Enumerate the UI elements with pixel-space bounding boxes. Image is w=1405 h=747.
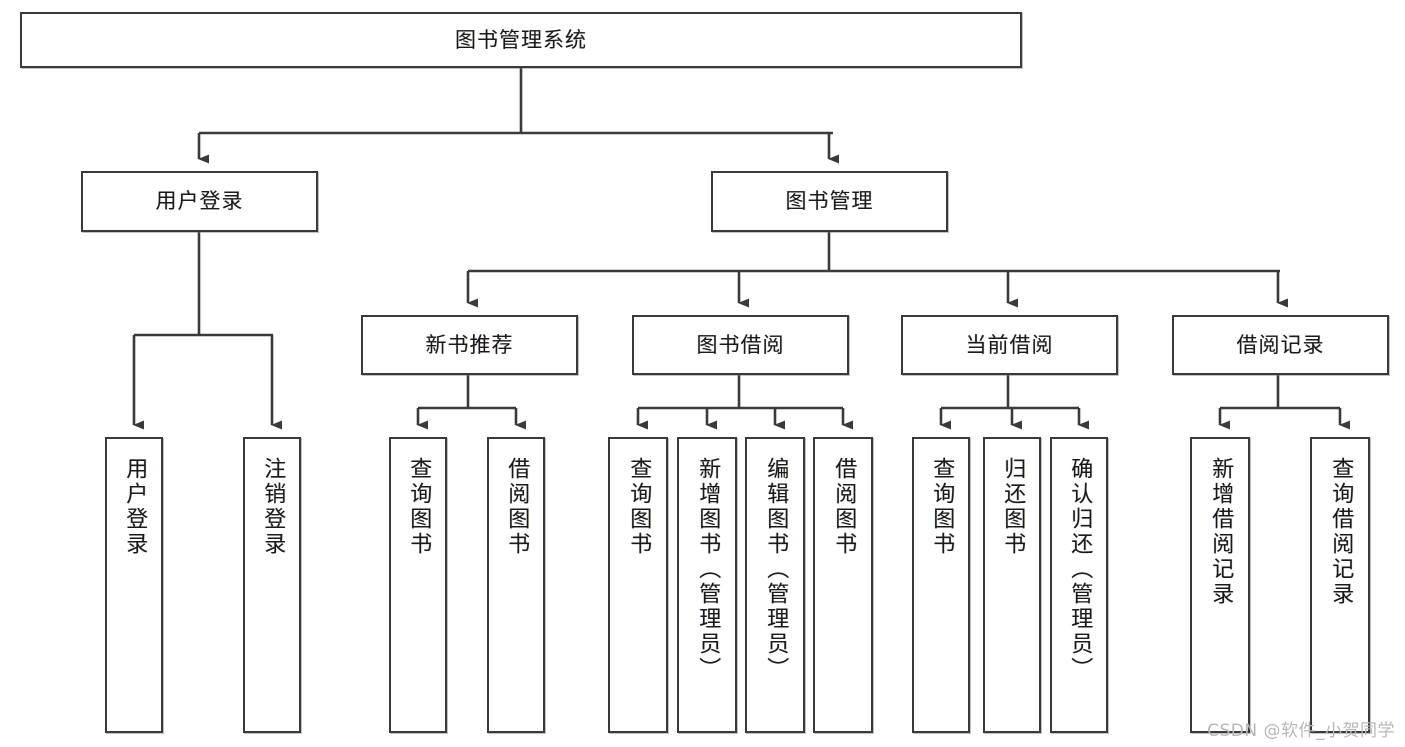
node-current-borrowing[interactable]: 当前借阅	[901, 315, 1118, 375]
node-label: 借阅图书	[504, 457, 530, 557]
leaf-node[interactable]: 确认归还（管理员）	[1050, 437, 1108, 733]
leaf-node[interactable]: 查询图书	[912, 437, 970, 733]
node-label: 新增借阅记录	[1208, 457, 1234, 607]
leaf-node[interactable]: 借阅图书	[487, 437, 545, 733]
node-label: 图书管理系统	[455, 27, 587, 52]
leaf-node[interactable]: 注销登录	[243, 437, 301, 733]
node-label: 归还图书	[1000, 457, 1026, 557]
node-label: 确认归还（管理员）	[1067, 457, 1093, 682]
csdn-watermark: CSDN @软件_小贺同学	[1207, 721, 1395, 741]
leaf-node[interactable]: 借阅图书	[813, 437, 873, 733]
node-label: 查询图书	[929, 457, 955, 557]
leaf-node[interactable]: 新增图书（管理员）	[677, 437, 737, 733]
node-label: 查询图书	[626, 457, 652, 557]
node-borrowing-records[interactable]: 借阅记录	[1172, 315, 1389, 375]
leaf-node[interactable]: 查询图书	[608, 437, 668, 733]
node-label: 编辑图书（管理员）	[763, 457, 789, 682]
node-root-system[interactable]: 图书管理系统	[20, 12, 1022, 68]
node-new-book-recommendation[interactable]: 新书推荐	[361, 315, 578, 375]
node-label: 查询借阅记录	[1328, 457, 1354, 607]
leaf-node[interactable]: 编辑图书（管理员）	[745, 437, 805, 733]
leaf-node[interactable]: 新增借阅记录	[1190, 437, 1250, 733]
node-label: 图书借阅	[696, 332, 785, 357]
node-label: 借阅记录	[1236, 332, 1325, 357]
node-label: 注销登录	[260, 457, 286, 557]
node-book-borrowing[interactable]: 图书借阅	[632, 315, 849, 375]
node-label: 借阅图书	[831, 457, 857, 557]
node-label: 新增图书（管理员）	[695, 457, 721, 682]
leaf-node[interactable]: 查询借阅记录	[1310, 437, 1370, 733]
node-user-login[interactable]: 用户登录	[81, 171, 318, 232]
leaf-node[interactable]: 归还图书	[983, 437, 1041, 733]
leaf-node[interactable]: 用户登录	[105, 437, 163, 733]
node-label: 图书管理	[785, 189, 874, 214]
node-label: 新书推荐	[425, 332, 514, 357]
node-book-management[interactable]: 图书管理	[711, 171, 948, 232]
node-label: 当前借阅	[965, 332, 1054, 357]
leaf-node[interactable]: 查询图书	[389, 437, 447, 733]
node-label: 查询图书	[406, 457, 432, 557]
node-label: 用户登录	[155, 189, 244, 214]
node-label: 用户登录	[122, 457, 148, 557]
